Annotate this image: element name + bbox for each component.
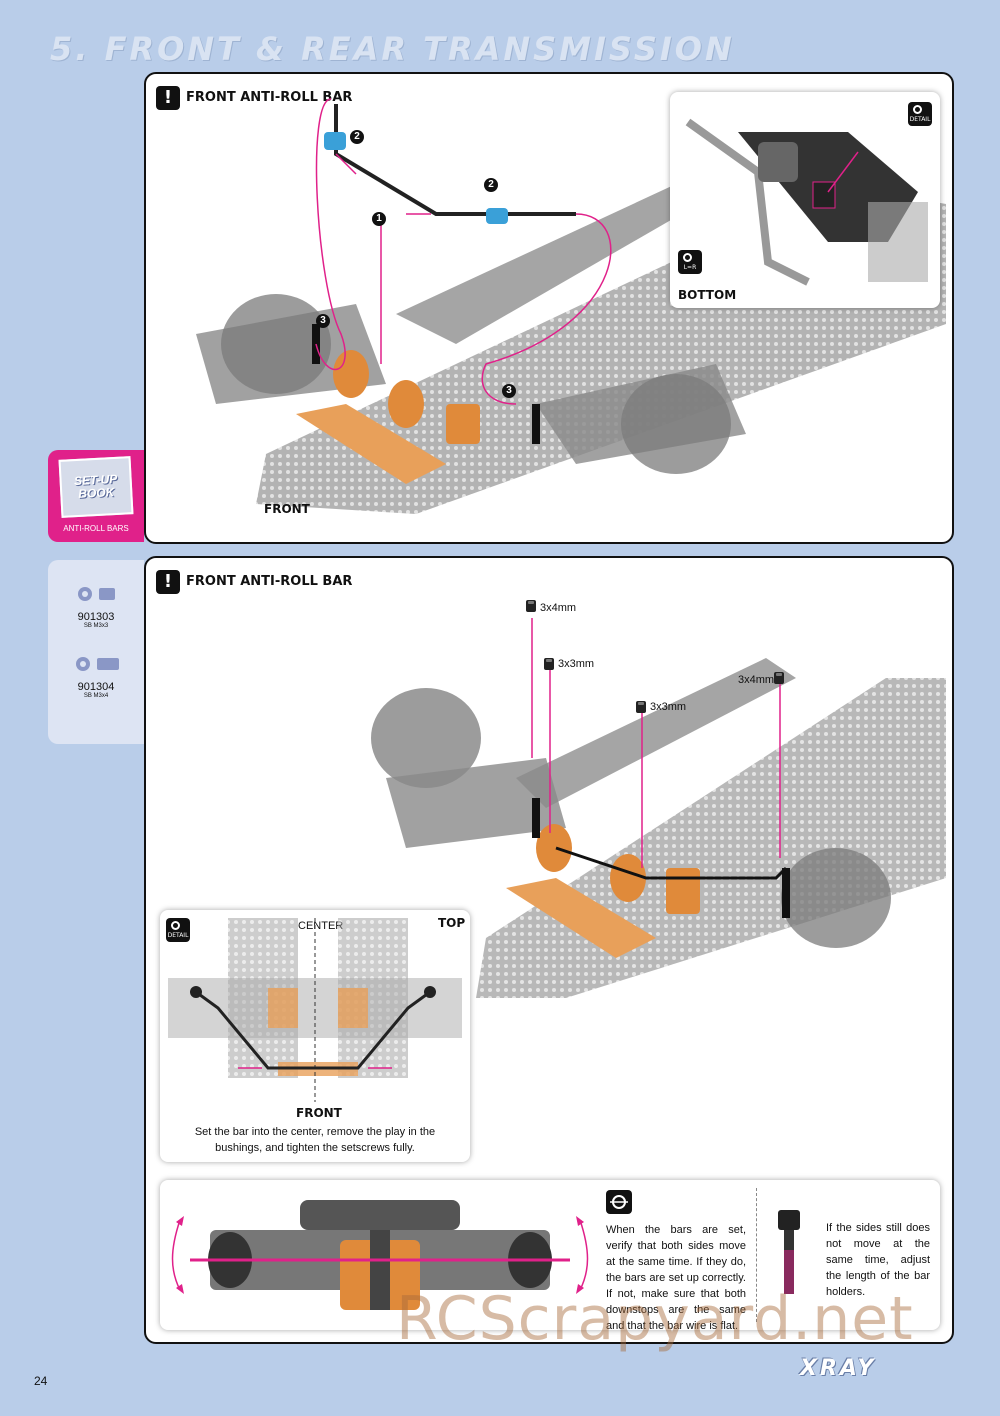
center-label: CENTER	[298, 920, 344, 932]
screw-size-label: 3x4mm	[540, 602, 577, 614]
setscrew-icon	[636, 701, 646, 713]
screw-size-label: 3x4mm	[738, 674, 775, 686]
screw-size-label: 3x3mm	[650, 701, 687, 713]
setscrew-icon	[76, 657, 119, 671]
detail-inset-bottom: DETAIL L=R BOTTOM	[670, 92, 940, 308]
setup-book-caption: ANTI-ROLL BARS	[63, 524, 129, 533]
step-number-badge: 3	[502, 384, 516, 398]
bottom-panel: ! FRONT ANTI-ROLL BAR 3x4mm 3x3mm 3x3mm …	[144, 556, 954, 1344]
full-chassis-top-view-illustration	[171, 1200, 589, 1310]
step-number-badge: 3	[316, 314, 330, 328]
check-note-right: If the sides still does not move at the …	[826, 1222, 930, 1298]
part-code: 901304	[77, 681, 115, 693]
step-number-badge: 1	[372, 212, 386, 226]
part-item: 901303 SB M3x3	[48, 586, 144, 629]
left-equals-right-icon: L=R	[678, 250, 702, 274]
top-view-illustration	[168, 918, 462, 1102]
page-number: 24	[34, 1374, 48, 1388]
watermark: RCScrapyard.net	[396, 1284, 914, 1354]
part-desc: SB M3x4	[83, 693, 109, 699]
top-label: TOP	[438, 916, 466, 930]
panel-heading: FRONT ANTI-ROLL BAR	[186, 574, 353, 589]
section-title: 5. FRONT & REAR TRANSMISSION	[50, 30, 735, 68]
ruler-check-icon	[606, 1190, 632, 1214]
detail-magnifier-icon: DETAIL	[166, 918, 190, 942]
part-desc: SB M3x3	[83, 623, 109, 629]
setscrew-icon	[78, 587, 115, 601]
detail-caption: Set the bar into the center, remove the …	[194, 1126, 436, 1154]
warning-icon: !	[156, 570, 180, 594]
setup-book-icon: SET-UP BOOK	[58, 456, 134, 518]
check-inset: When the bars are set, verify that both …	[160, 1180, 940, 1332]
detail-magnifier-icon: DETAIL	[908, 102, 932, 126]
front-label: FRONT	[264, 502, 310, 516]
bottom-view-illustration	[685, 118, 928, 286]
detail-inset-top: DETAIL CENTER TOP FRONT Set the bar into…	[160, 910, 470, 1162]
setup-book-tab: SET-UP BOOK ANTI-ROLL BARS	[48, 450, 144, 542]
screw-size-label: 3x3mm	[558, 658, 595, 670]
divider	[756, 1188, 757, 1322]
step-number-badge: 2	[484, 178, 498, 192]
warning-icon: !	[156, 86, 180, 110]
panel-heading: FRONT ANTI-ROLL BAR	[186, 90, 353, 105]
setscrew-icon	[774, 672, 784, 684]
parts-sidebar: 901303 SB M3x3 901304 SB M3x4	[48, 560, 144, 744]
front-label: FRONT	[296, 1106, 342, 1120]
check-note-left: When the bars are set, verify that both …	[606, 1224, 746, 1332]
top-panel: ! FRONT ANTI-ROLL BAR	[144, 72, 954, 544]
setup-book-title: SET-UP BOOK	[73, 471, 118, 501]
bottom-label: BOTTOM	[678, 288, 737, 302]
setscrew-icon	[526, 600, 536, 612]
brand-logo: XRAY	[800, 1356, 877, 1381]
step-number-badge: 2	[350, 130, 364, 144]
setscrew-icon	[544, 658, 554, 670]
bar-holder-illustration	[778, 1210, 800, 1294]
part-item: 901304 SB M3x4	[48, 656, 144, 699]
anti-roll-bar-installed-illustration	[371, 618, 946, 998]
part-code: 901303	[77, 611, 115, 623]
